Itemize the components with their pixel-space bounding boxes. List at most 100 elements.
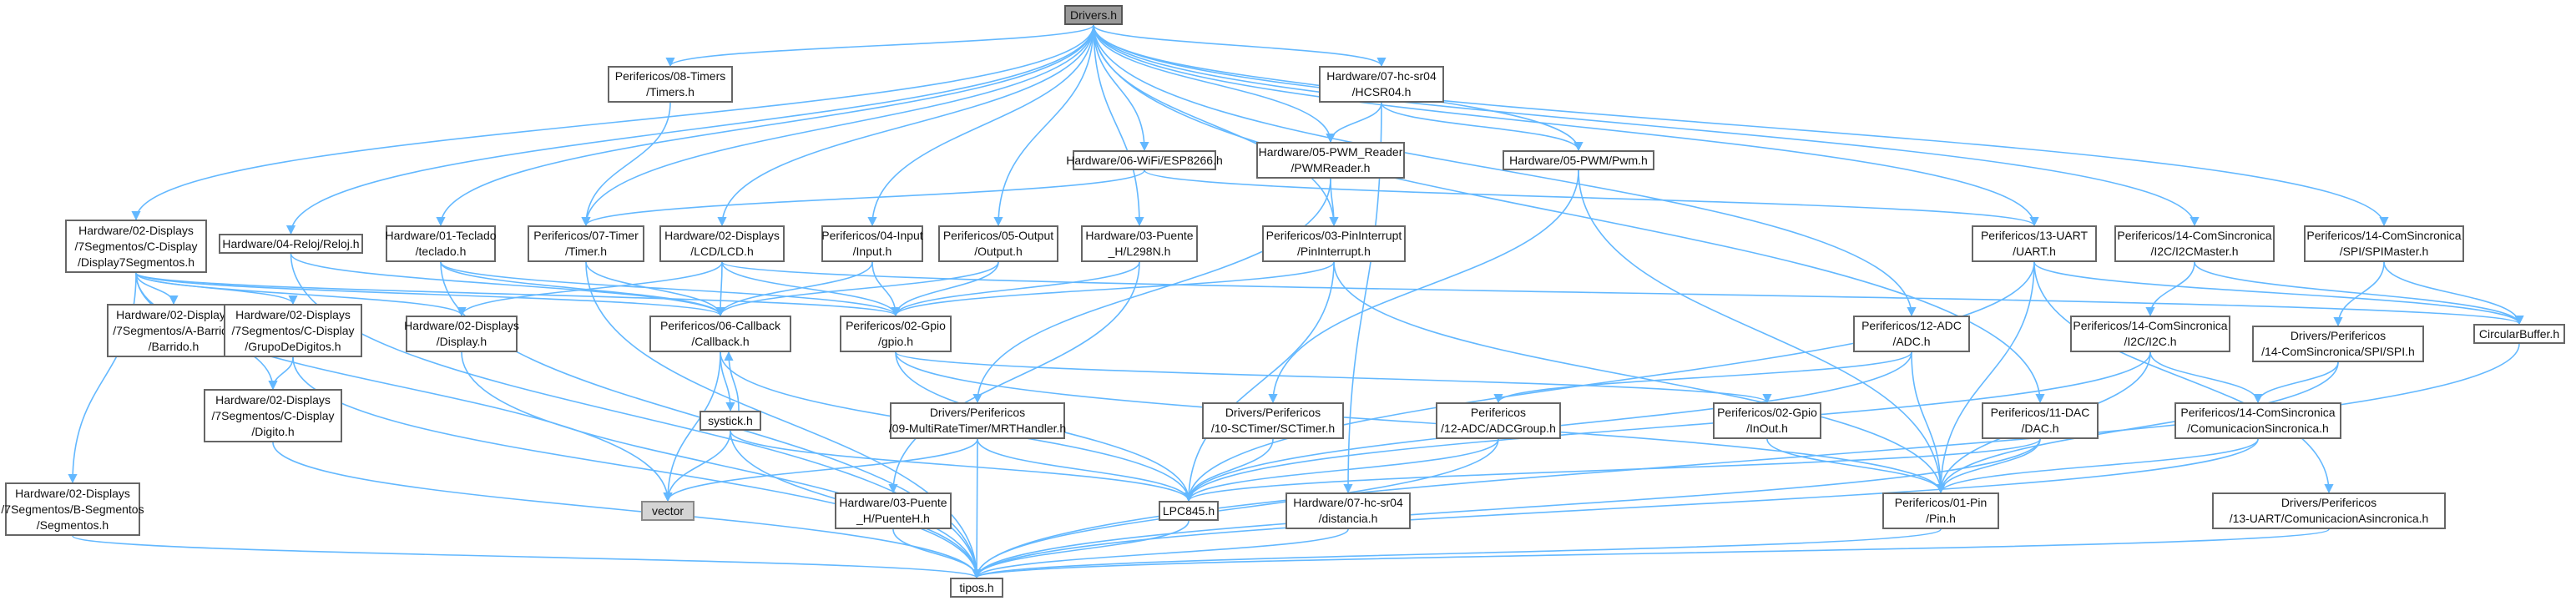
node-label-line: Perifericos/05-Output	[942, 229, 1054, 242]
node-label-line: Hardware/01-Teclado	[385, 229, 497, 242]
node-vector: vector	[641, 501, 695, 521]
node-label-line: /distancia.h	[1318, 512, 1378, 525]
edge-segmentos-to-tipos	[72, 535, 982, 579]
node-label-line: Perifericos/06-Callback	[660, 319, 780, 332]
edge-i2c-to-comsinc	[2149, 351, 2263, 404]
edge-drivers-to-teclado	[436, 24, 1094, 227]
node-label-line: Hardware/03-Puente	[1085, 229, 1194, 242]
node-label-line: /13-UART/ComunicacionAsincronica.h	[2229, 512, 2429, 525]
node-segmentos[interactable]: Hardware/02-Displays/7Segmentos/B-Segmen…	[1, 482, 144, 536]
node-hcsr04[interactable]: Hardware/07-hc-sr04/HCSR04.h	[1319, 66, 1444, 103]
node-label-line: LPC845.h	[1162, 503, 1215, 518]
node-spi[interactable]: Drivers/Perifericos/14-ComSincronica/SPI…	[2252, 326, 2424, 362]
edge-pwm-to-pin	[1578, 169, 1946, 494]
node-display7seg[interactable]: Hardware/02-Displays/7Segmentos/C-Displa…	[65, 220, 207, 273]
edge-pwm-to-sctimer	[1268, 169, 1579, 404]
node-lpc845[interactable]: LPC845.h	[1159, 501, 1219, 521]
node-uart[interactable]: Perifericos/13-UART/UART.h	[1972, 225, 2097, 262]
node-label-line: /10-SCTimer/SCTimer.h	[1210, 422, 1336, 435]
node-timers[interactable]: Perifericos/08-Timers/Timers.h	[608, 66, 733, 103]
edge-drivers-to-adc	[1093, 24, 1917, 317]
node-label-line: tipos.h	[959, 580, 994, 594]
node-label-line: /SPI/SPIMaster.h	[2339, 245, 2429, 258]
node-label-line: Hardware/02-Displays	[15, 486, 130, 500]
node-digito[interactable]: Hardware/02-Displays/7Segmentos/C-Displa…	[204, 389, 342, 442]
node-grupodigitos[interactable]: Hardware/02-Displays/7Segmentos/C-Displa…	[224, 304, 362, 357]
edge-comsinc-to-pin	[1936, 438, 2259, 494]
node-label-line: Hardware/06-WiFi/ESP8266.h	[1066, 153, 1223, 167]
node-spimaster[interactable]: Perifericos/14-ComSincronica/SPI/SPIMast…	[2304, 225, 2464, 262]
edge-input-to-gpio	[871, 261, 901, 317]
node-barrido[interactable]: Hardware/02-Displays/7Segmentos/A-Barrid…	[107, 304, 240, 357]
node-i2c[interactable]: Perifericos/14-ComSincronica/I2C/I2C.h	[2070, 316, 2230, 352]
node-systick[interactable]: systick.h	[700, 411, 761, 431]
node-teclado[interactable]: Hardware/01-Teclado/teclado.h	[385, 225, 497, 262]
node-label-line: /LCD/LCD.h	[690, 245, 754, 258]
node-timer[interactable]: Perifericos/07-Timer/Timer.h	[528, 225, 644, 262]
edge-drivers-to-display7seg	[131, 24, 1094, 221]
node-wifi[interactable]: Hardware/06-WiFi/ESP8266.h	[1066, 150, 1223, 170]
edge-drivers-to-timer	[581, 24, 1094, 227]
node-label-line: /PWMReader.h	[1291, 161, 1371, 174]
edge-mrt-to-lpc845	[977, 438, 1194, 503]
node-reloj[interactable]: Hardware/04-Reloj/Reloj.h	[219, 234, 363, 254]
edge-display7seg-to-gpio	[135, 272, 901, 317]
node-dac[interactable]: Perifericos/11-DAC/DAC.h	[1982, 402, 2099, 439]
node-comsinc[interactable]: Perifericos/14-ComSincronica/Comunicacio…	[2174, 402, 2341, 439]
node-label-line: /09-MultiRateTimer/MRTHandler.h	[888, 422, 1067, 435]
edge-lcd-to-circularbuffer	[721, 261, 2524, 326]
node-mrt[interactable]: Drivers/Perifericos/09-MultiRateTimer/MR…	[888, 402, 1067, 439]
node-circularbuffer[interactable]: CircularBuffer.h	[2473, 324, 2565, 344]
node-label-line: /I2C/I2CMaster.h	[2150, 245, 2239, 258]
node-label-line: vector	[651, 503, 684, 518]
node-puente298[interactable]: Hardware/03-Puente_H/L298N.h	[1081, 225, 1198, 262]
node-pwmreader[interactable]: Hardware/05-PWM_Reader/PWMReader.h	[1256, 142, 1405, 179]
node-lcd[interactable]: Hardware/02-Displays/LCD/LCD.h	[659, 225, 785, 262]
node-label-line: /Segmentos.h	[36, 518, 109, 532]
node-label-line: Hardware/02-Displays	[116, 307, 231, 321]
edge-drivers-to-uart	[1093, 24, 2039, 227]
node-label-line: Perifericos/14-ComSincronica	[2180, 406, 2336, 419]
node-callback[interactable]: Perifericos/06-Callback/Callback.h	[649, 316, 791, 352]
edge-uart-to-comasinc	[2033, 261, 2334, 494]
node-output[interactable]: Perifericos/05-Output/Output.h	[938, 225, 1058, 262]
node-pininterrupt[interactable]: Perifericos/03-PinInterrupt/PinInterrupt…	[1262, 225, 1406, 262]
edge-grupodigitos-to-tipos	[292, 356, 982, 579]
node-label-line: Hardware/04-Reloj/Reloj.h	[222, 236, 360, 250]
node-pwm[interactable]: Hardware/05-PWM/Pwm.h	[1503, 150, 1654, 170]
edge-mrt-to-vector	[663, 438, 978, 503]
edge-timers-to-timer	[581, 102, 671, 227]
node-distancia[interactable]: Hardware/07-hc-sr04/distancia.h	[1285, 492, 1411, 529]
node-label-line: Drivers/Perifericos	[2290, 329, 2387, 342]
edge-circularbuffer-to-tipos	[972, 343, 2520, 579]
node-adc[interactable]: Perifericos/12-ADC/ADC.h	[1853, 316, 1970, 352]
node-adcgroup[interactable]: Perifericos/12-ADC/ADCGroup.h	[1436, 402, 1561, 439]
node-label-line: /7Segmentos/B-Segmentos	[1, 502, 144, 516]
node-drivers[interactable]: Drivers.h	[1064, 5, 1123, 25]
node-sctimer[interactable]: Drivers/Perifericos/10-SCTimer/SCTimer.h	[1202, 402, 1344, 439]
edge-dac-to-pin	[1936, 438, 2041, 494]
node-label-line: Perifericos/13-UART	[1980, 229, 2089, 242]
edge-pwmreader-to-pininterrupt	[1329, 178, 1339, 227]
edge-inout-to-pin	[1766, 438, 1946, 494]
node-comasinc[interactable]: Drivers/Perifericos/13-UART/Comunicacion…	[2212, 492, 2446, 529]
node-inout[interactable]: Perifericos/02-Gpio/InOut.h	[1713, 402, 1821, 439]
node-label-line: /7Segmentos/C-Display	[211, 408, 335, 422]
edge-uart-to-circularbuffer	[2033, 261, 2524, 326]
node-tipos[interactable]: tipos.h	[950, 578, 1003, 598]
node-label-line: Perifericos/04-Input	[821, 229, 923, 242]
node-label-line: Hardware/03-Puente	[839, 496, 947, 509]
node-i2cmaster[interactable]: Perifericos/14-ComSincronica/I2C/I2CMast…	[2114, 225, 2275, 262]
node-display[interactable]: Hardware/02-Displays/Display.h	[404, 316, 519, 352]
edge-drivers-to-hcsr04	[1093, 24, 1386, 68]
node-gpio[interactable]: Perifericos/02-Gpio/gpio.h	[840, 316, 952, 352]
node-input[interactable]: Perifericos/04-Input/Input.h	[821, 225, 923, 262]
node-puenteh[interactable]: Hardware/03-Puente_H/PuenteH.h	[835, 492, 952, 529]
node-label-line: /Timers.h	[646, 85, 695, 98]
node-label-line: Perifericos/02-Gpio	[1717, 406, 1817, 419]
node-label-line: Perifericos/11-DAC	[1990, 406, 2090, 419]
node-label-line: Perifericos	[1470, 406, 1527, 419]
edge-lpc845-to-tipos	[972, 520, 1190, 579]
node-pin[interactable]: Perifericos/01-Pin/Pin.h	[1882, 492, 1999, 529]
node-label-line: /PinInterrupt.h	[1297, 245, 1371, 258]
